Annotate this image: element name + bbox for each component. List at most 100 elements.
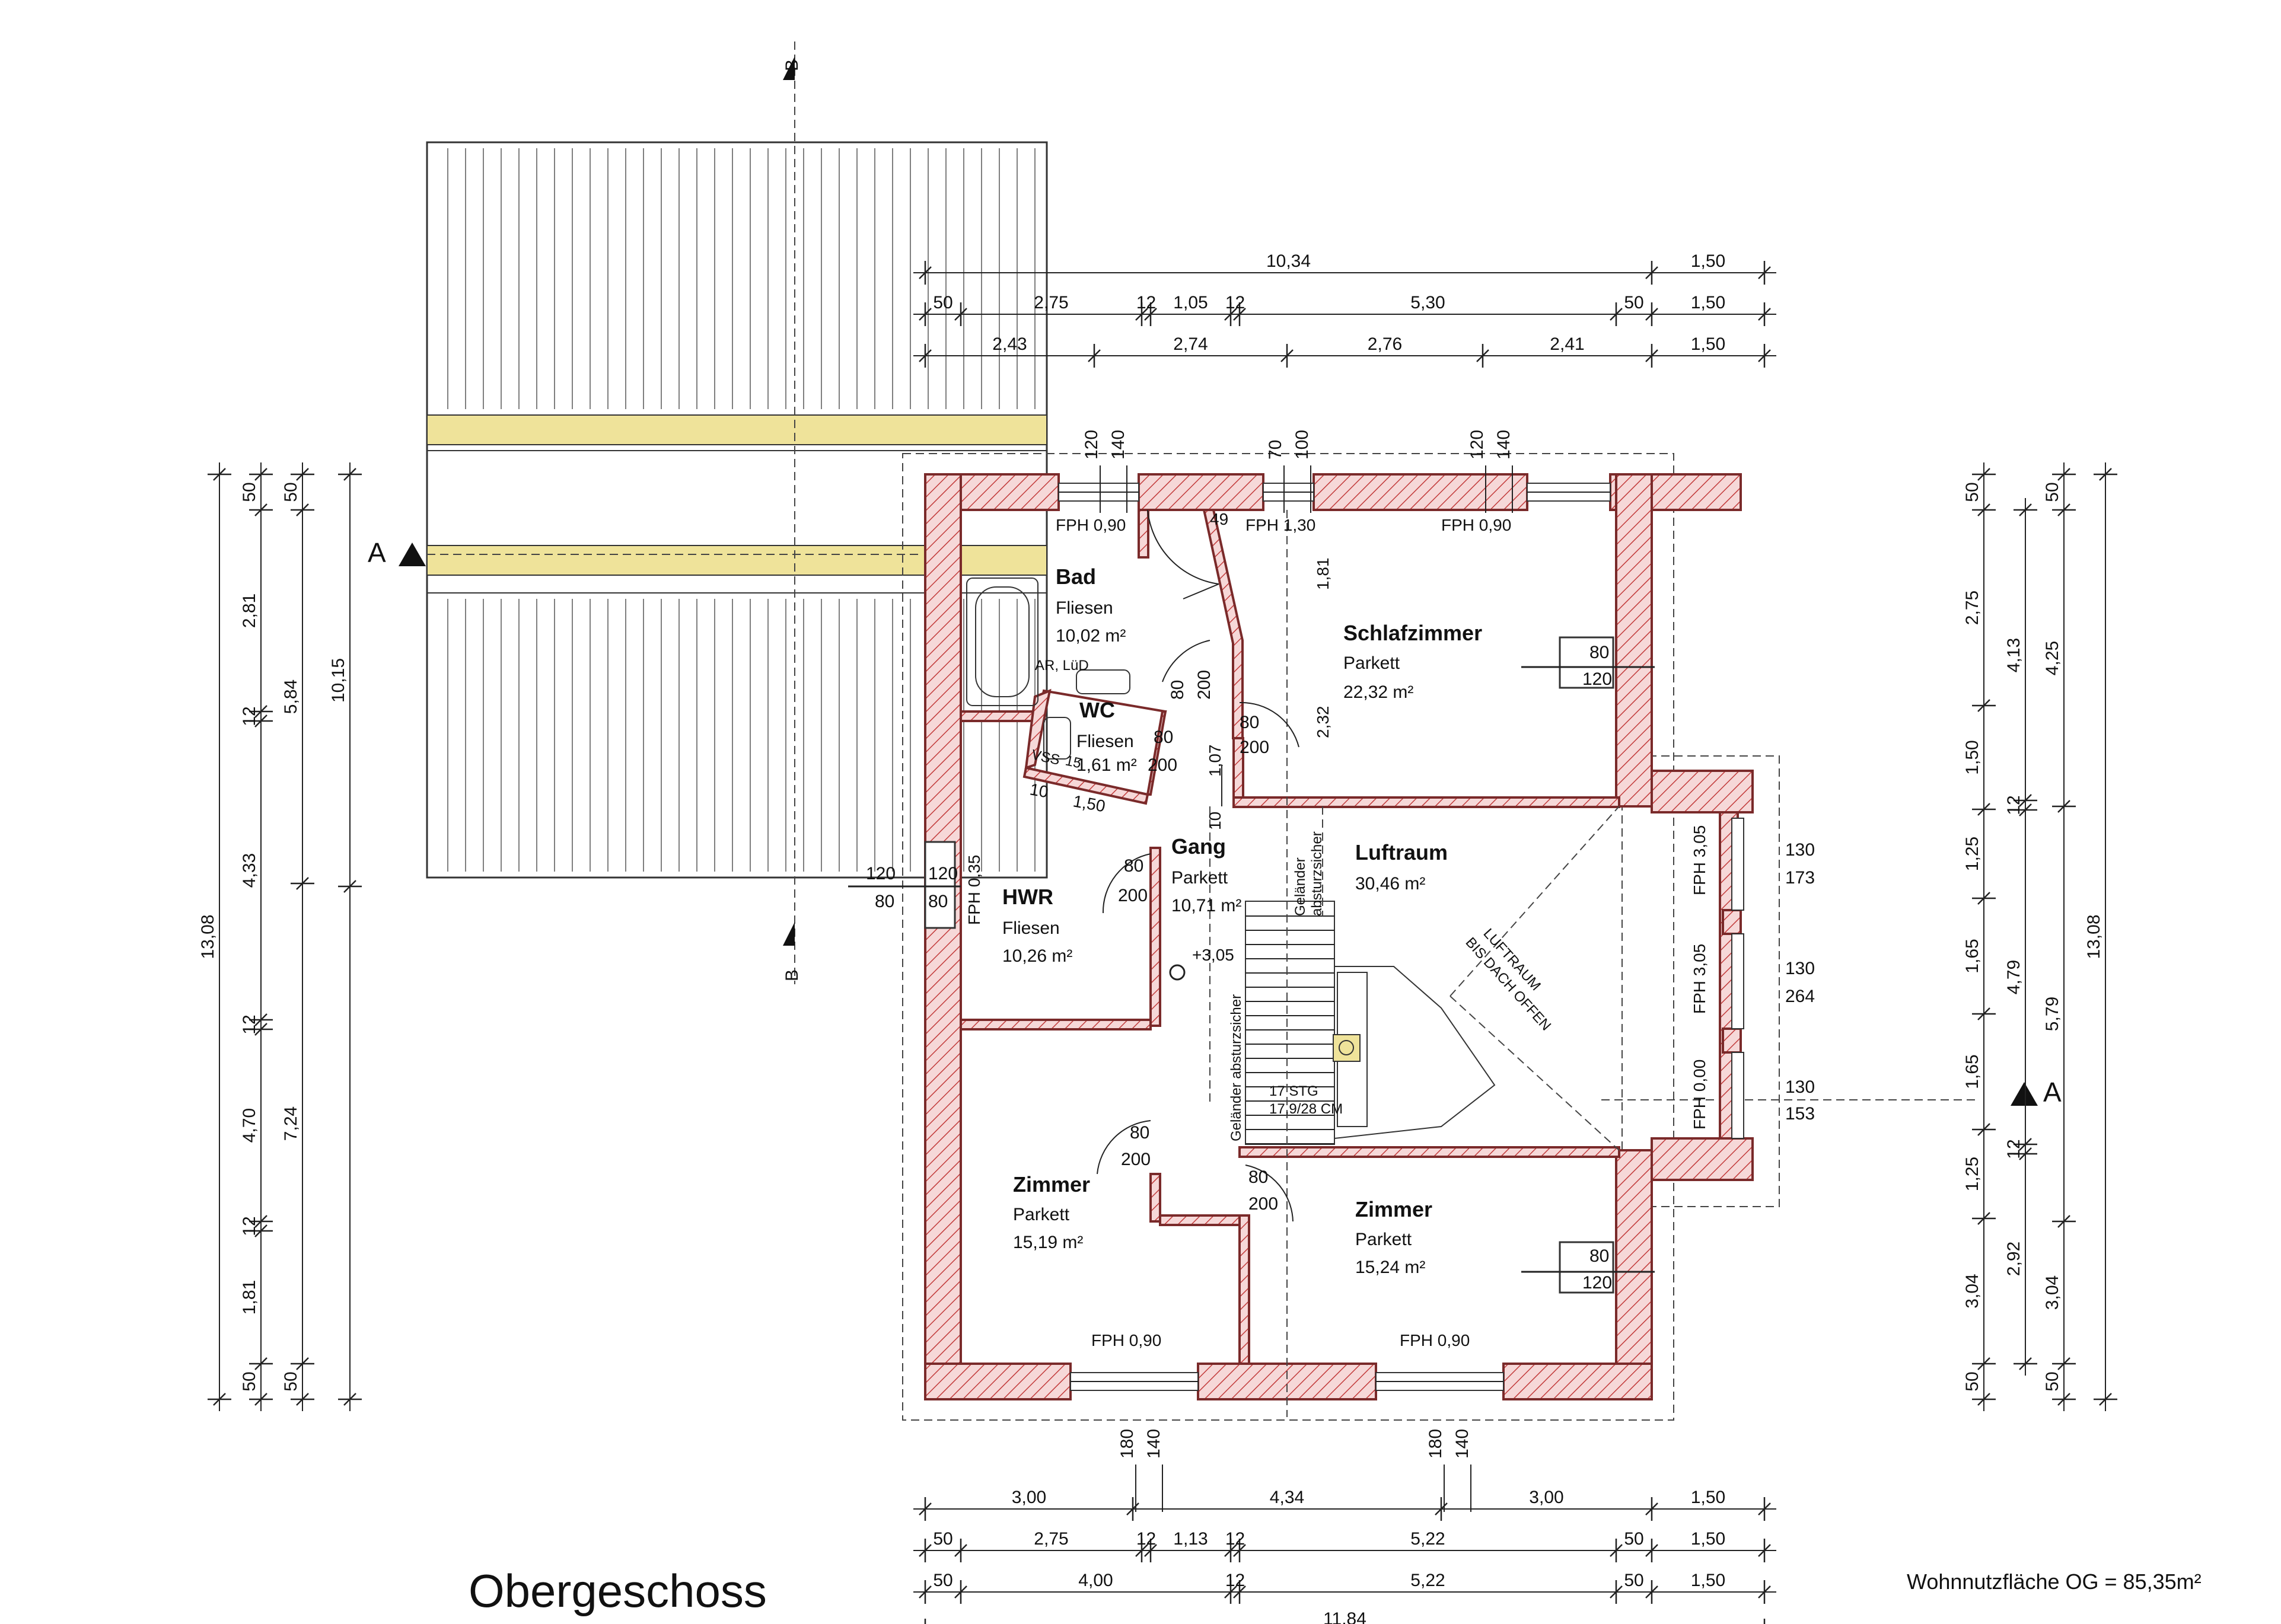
- window-sill-label: 130: [1785, 1077, 1815, 1097]
- dimension-label: 1,65: [1963, 1054, 1982, 1089]
- window-sill-label: 80: [1589, 643, 1609, 662]
- window-sill-label: 264: [1785, 987, 1815, 1006]
- dimension-label: 4,34: [1270, 1488, 1304, 1507]
- dimension-label: 5,84: [281, 679, 301, 714]
- dimension-label: 50: [1624, 293, 1643, 312]
- dimension-label: 2,41: [1550, 334, 1584, 354]
- bay-outline: [1621, 755, 1780, 1207]
- window-dim-label: 180: [1426, 1429, 1445, 1459]
- window-sill-label: 153: [1785, 1104, 1815, 1124]
- room-floor-bad: Fliesen: [1056, 598, 1113, 618]
- fph-gang-window: FPH 1,30: [1245, 516, 1315, 534]
- fph-luftraum-1: FPH 3,05: [1690, 825, 1709, 895]
- dimension-label: 3,00: [1012, 1488, 1046, 1507]
- dimension-label: 4,33: [240, 853, 259, 888]
- dimension-label: 2,75: [1034, 293, 1068, 312]
- dimension-label: 50: [1624, 1571, 1643, 1590]
- door-label: 80: [1154, 728, 1173, 747]
- door-labels: 80 200 80 200 80 200 80 200 80 200 80 20…: [866, 510, 1815, 1293]
- dimension-label: 50: [281, 482, 301, 502]
- dimension-label: 12: [240, 706, 259, 726]
- door-label: 80: [1124, 856, 1143, 876]
- dimension-label: 12: [1136, 293, 1156, 312]
- fph-luftraum-3: FPH 0,00: [1690, 1060, 1709, 1130]
- dimension-label: 50: [1963, 482, 1982, 502]
- room-name-luftraum: Luftraum: [1355, 840, 1448, 864]
- room-labels: Bad Fliesen 10,02 m² WC Fliesen 1,61 m² …: [1002, 564, 1482, 1277]
- door-label: 80: [1248, 1167, 1268, 1187]
- section-line-b: B B: [782, 42, 802, 984]
- note-ar-lud: AR, LüD: [1035, 658, 1089, 674]
- window-sill-label: 130: [1785, 840, 1815, 860]
- area-summary: Wohnnutzfläche OG = 85,35m²: [1907, 1569, 2202, 1594]
- dimension-label: 50: [933, 293, 952, 312]
- note-gelaender-1: Geländer: [1292, 857, 1308, 916]
- windows: [924, 483, 1744, 1391]
- note-stairs-count: 17 STG: [1269, 1083, 1318, 1099]
- dimension-label: 1,50: [1691, 1571, 1725, 1590]
- dimension-label: 7,24: [281, 1106, 301, 1141]
- fph-luftraum-2: FPH 3,05: [1690, 944, 1709, 1014]
- window-dim-label: 100: [1292, 430, 1312, 460]
- level-marker-icon: [1169, 964, 1186, 981]
- room-floor-hwr: Fliesen: [1002, 918, 1060, 938]
- door-label: 80: [1130, 1123, 1149, 1143]
- room-floor-zimmer-2: Parkett: [1355, 1230, 1412, 1249]
- door-label: 200: [1121, 1150, 1151, 1169]
- dimension-label: 12: [2004, 1139, 2024, 1159]
- window-sill-label: 120: [928, 864, 958, 883]
- window-sill-label: 120: [866, 864, 896, 883]
- dimension-label: 5,22: [1410, 1529, 1445, 1549]
- door-label: 1,07: [1206, 745, 1224, 777]
- dimension-label: 1,65: [1963, 939, 1982, 973]
- note-gelaender-1b: absturzsicher: [1309, 831, 1325, 916]
- dimension-label: 11,84: [1323, 1609, 1366, 1624]
- window-dim-label: 140: [1494, 430, 1514, 460]
- dimension-label: 1,05: [1173, 293, 1208, 312]
- dimension-label: 1,50: [1691, 1488, 1725, 1507]
- dimension-label: 12: [1225, 293, 1245, 312]
- door-label: 200: [1148, 755, 1177, 775]
- window-sill-label: 120: [1582, 1273, 1612, 1293]
- dimension-label: 5,30: [1410, 293, 1445, 312]
- section-mark-a-right: A: [2043, 1077, 2062, 1108]
- section-mark-a-left: A: [368, 537, 386, 568]
- dimension-label: 3,04: [2043, 1275, 2062, 1310]
- room-area-gang: 10,71 m²: [1171, 896, 1241, 915]
- fph-schlafzimmer: FPH 0,90: [1441, 516, 1511, 534]
- door-label: 10: [1206, 812, 1224, 830]
- window-dim-label: 140: [1144, 1429, 1164, 1459]
- note-stairs-size: 17,9/28 CM: [1269, 1101, 1343, 1117]
- dimension-label: 50: [933, 1529, 952, 1549]
- dimension-label: 50: [933, 1571, 952, 1590]
- section-line-a: A A: [368, 537, 2062, 1108]
- dimension-label: 1,50: [1963, 740, 1982, 774]
- dimension-label: 10,34: [1266, 251, 1311, 271]
- door-label: 1,81: [1314, 558, 1332, 591]
- room-area-zimmer-2: 15,24 m²: [1355, 1258, 1425, 1277]
- dimension-label: 12: [240, 1014, 259, 1034]
- dimension-label: 1,25: [1963, 1157, 1982, 1191]
- door-label: 1,50: [1072, 792, 1107, 815]
- dimension-label: 4,79: [2004, 960, 2024, 994]
- door-label: 80: [1240, 713, 1259, 732]
- room-name-schlafzimmer: Schlafzimmer: [1343, 621, 1482, 645]
- room-area-luftraum: 30,46 m²: [1355, 874, 1425, 894]
- window-dim-label: 140: [1452, 1429, 1472, 1459]
- door-label: 2,32: [1314, 706, 1332, 739]
- staircase: [1209, 806, 1496, 1145]
- door-label: 10: [1028, 780, 1050, 801]
- room-name-zimmer-2: Zimmer: [1355, 1197, 1432, 1221]
- window-sill-label: 80: [928, 892, 948, 911]
- fph-zimmer-1: FPH 0,90: [1091, 1331, 1161, 1349]
- dimension-label: 2,75: [1963, 591, 1982, 625]
- dimension-label: 50: [2043, 1371, 2062, 1391]
- dimension-label: 1,25: [1963, 837, 1982, 871]
- room-name-zimmer-1: Zimmer: [1013, 1172, 1090, 1197]
- dimension-label: 50: [1624, 1529, 1643, 1549]
- dimension-label: 12: [1225, 1529, 1245, 1549]
- dimension-label: 50: [281, 1371, 301, 1391]
- room-name-gang: Gang: [1171, 834, 1226, 859]
- section-mark-b-top: B: [782, 59, 802, 71]
